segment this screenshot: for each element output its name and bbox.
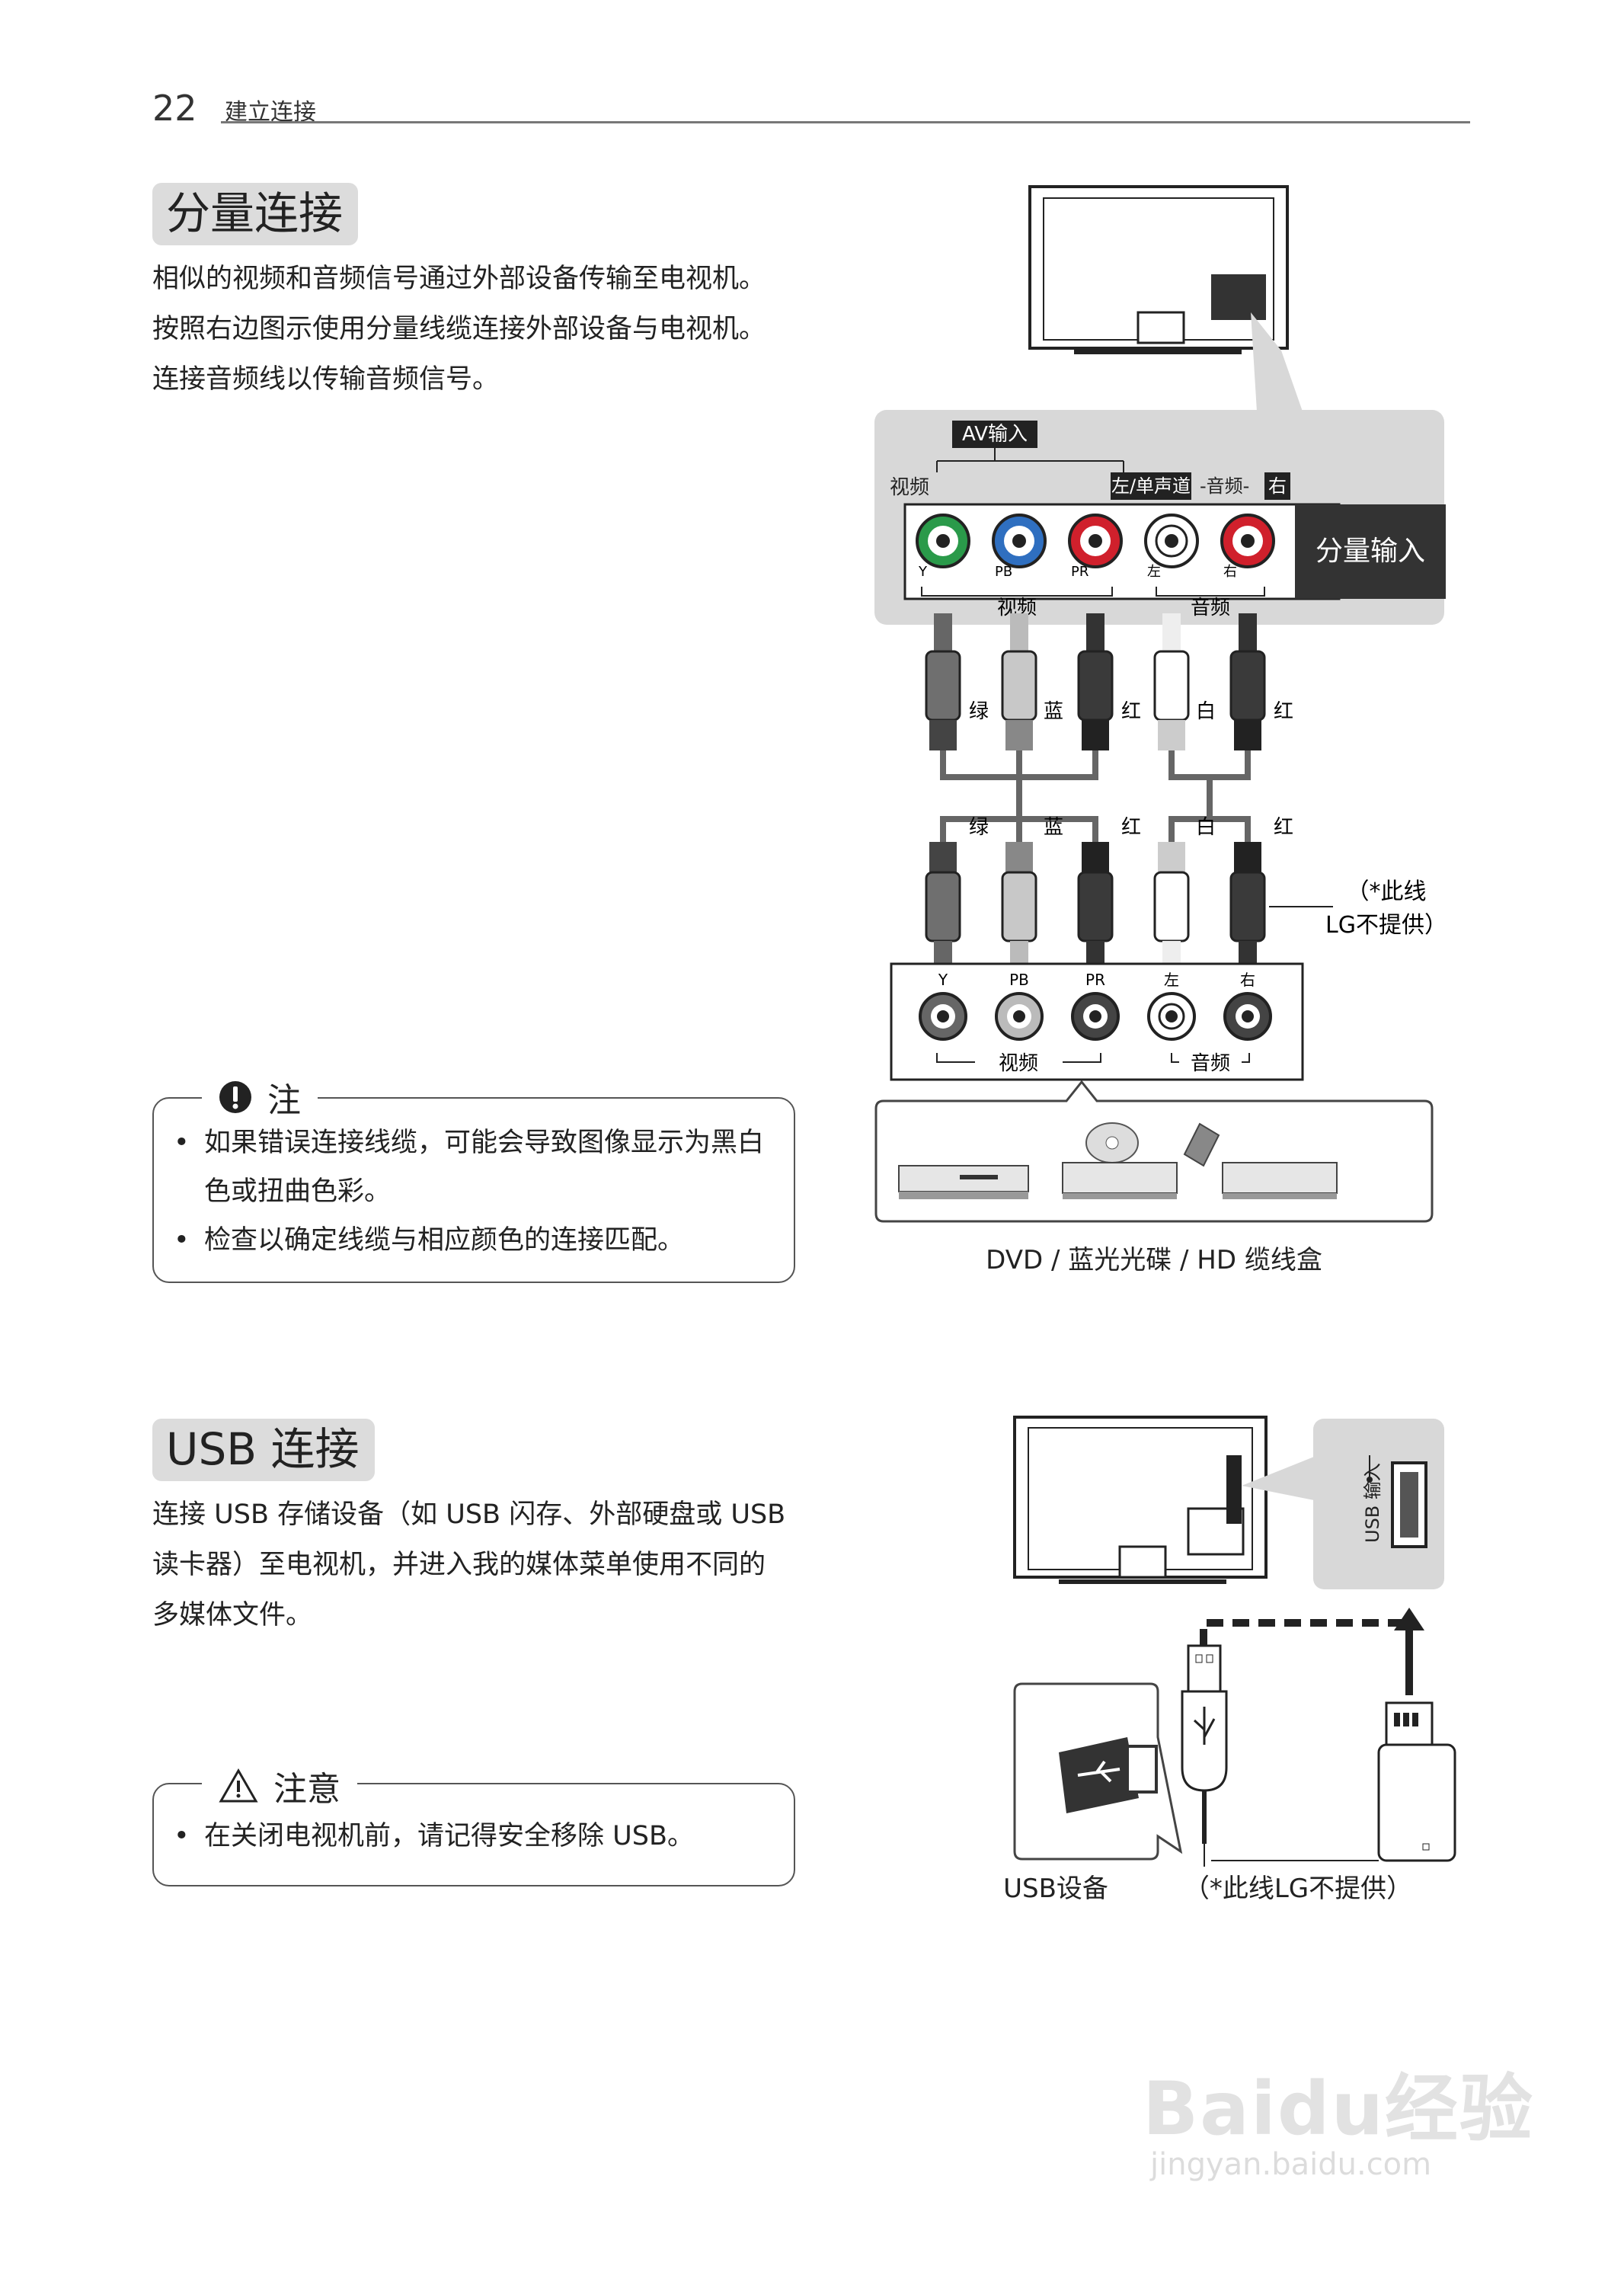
- bullet: •: [174, 1225, 190, 1256]
- description-line: 读卡器）至电视机，并进入我的媒体菜单使用不同的: [152, 1550, 766, 1580]
- right-tag-label: 右: [1268, 475, 1287, 497]
- caution-item: •在关闭电视机前，请记得安全移除 USB。: [174, 1812, 694, 1861]
- note-item: •检查以确定线缆与相应颜色的连接匹配。: [174, 1216, 764, 1265]
- caution-header: 注意: [202, 1762, 357, 1810]
- svg-text:PR: PR: [1085, 971, 1105, 989]
- upper-plugs: [925, 613, 1266, 750]
- page-number: 22: [152, 88, 197, 129]
- note-title: 注: [267, 1081, 301, 1120]
- jack-pb: [992, 514, 1047, 568]
- note-box: [152, 1097, 795, 1283]
- plug-label-blue: 蓝: [1044, 700, 1063, 723]
- svg-text:右: 右: [1240, 971, 1255, 989]
- devices-caption: DVD / 蓝光光碟 / HD 缆线盒: [986, 1245, 1322, 1275]
- svg-text:右: 右: [1223, 564, 1237, 580]
- usb-port: [1391, 1461, 1427, 1548]
- audio-group-label: 音频: [1191, 597, 1230, 619]
- svg-text:PB: PB: [995, 564, 1012, 580]
- lower-plugs: [925, 842, 1266, 964]
- svg-text:红: 红: [1121, 816, 1141, 839]
- av-in-label: AV输入: [962, 423, 1028, 446]
- watermark-url: jingyan.baidu.com: [1150, 2147, 1432, 2182]
- usb-extension-cable: [1181, 1644, 1228, 1844]
- description-line: 多媒体文件。: [152, 1600, 313, 1630]
- video-top-label: 视频: [890, 476, 929, 499]
- usb-symbol-icon: [1367, 1455, 1373, 1483]
- description-line: 按照右边图示使用分量线缆连接外部设备与电视机。: [152, 314, 766, 344]
- svg-text:视频: 视频: [999, 1052, 1038, 1075]
- description-line: 相似的视频和音频信号通过外部设备传输至电视机。: [152, 264, 766, 294]
- usb-description: 连接 USB 存储设备（如 USB 闪存、外部硬盘或 USB 读卡器）至电视机，…: [152, 1490, 785, 1640]
- plug-label-red-audio: 红: [1274, 700, 1293, 723]
- cable-note-line-2: LG不提供）: [1325, 912, 1447, 939]
- cable-box-icon: [1183, 1122, 1338, 1199]
- description-line: 连接音频线以传输音频信号。: [152, 364, 500, 395]
- tv-rear-illustration-usb: [1013, 1416, 1318, 1584]
- svg-text:白: 白: [1196, 816, 1216, 839]
- usb-in-label: USB 输入: [1362, 1463, 1383, 1543]
- header-rule: [221, 121, 1470, 123]
- svg-text:Y: Y: [918, 564, 928, 580]
- jack-row: [903, 503, 1341, 600]
- usb-diagram: USB 输入 USB设备 （*此线LG不提供）: [1005, 1416, 1456, 1904]
- plug-label-red: 红: [1121, 700, 1141, 723]
- audio-mid-label: -音频-: [1200, 475, 1249, 497]
- devices-box: [874, 1080, 1434, 1223]
- component-diagram: AV输入 视频 左/单声道 -音频- 右 分量输入 Y PB PR 左 右 视频…: [874, 185, 1447, 1275]
- device-jacks: [919, 992, 1272, 1041]
- section-title-usb: USB 连接: [152, 1419, 375, 1481]
- bluray-player-icon: [1062, 1122, 1178, 1199]
- left-mono-label: 左/单声道: [1111, 475, 1191, 497]
- dvd-player-icon: [898, 1165, 1029, 1199]
- jack-pr: [1068, 514, 1123, 568]
- jack-audio-right: [1220, 514, 1275, 568]
- section-title-component: 分量连接: [152, 183, 359, 245]
- svg-text:PB: PB: [1009, 971, 1029, 989]
- description-line: 连接 USB 存储设备（如 USB 闪存、外部硬盘或 USB: [152, 1499, 786, 1530]
- exclamation-icon: [219, 1081, 251, 1113]
- component-in-label: 分量输入: [1316, 536, 1425, 567]
- usb-flash-drive: [1377, 1701, 1456, 1862]
- plug-label-white: 白: [1196, 700, 1216, 723]
- caution-list: •在关闭电视机前，请记得安全移除 USB。: [174, 1812, 694, 1861]
- bullet: •: [174, 1128, 190, 1158]
- note-item: 色或扭曲色彩。: [204, 1176, 392, 1207]
- svg-text:绿: 绿: [969, 816, 989, 839]
- svg-text:音频: 音频: [1191, 1052, 1230, 1075]
- bullet: •: [174, 1821, 190, 1851]
- svg-text:左: 左: [1147, 564, 1161, 580]
- svg-text:Y: Y: [938, 971, 948, 989]
- dashed-cable: [1200, 1619, 1409, 1646]
- tv-rear-illustration: [1028, 185, 1303, 411]
- svg-text:蓝: 蓝: [1044, 816, 1063, 839]
- jack-y: [916, 514, 970, 568]
- caution-title: 注意: [273, 1770, 340, 1809]
- cables: [940, 750, 1251, 842]
- plug-label-green: 绿: [969, 700, 989, 723]
- usb-cable-caption: （*此线LG不提供）: [1184, 1874, 1412, 1904]
- note-item: •如果错误连接线缆，可能会导致图像显示为黑白: [174, 1118, 764, 1167]
- svg-text:PR: PR: [1071, 564, 1089, 580]
- note-list: •如果错误连接线缆，可能会导致图像显示为黑白 色或扭曲色彩。 •检查以确定线缆与…: [174, 1118, 764, 1265]
- cable-note-line-1: （*此线: [1347, 878, 1427, 905]
- svg-text:红: 红: [1274, 816, 1293, 839]
- warning-triangle-icon: [219, 1768, 258, 1803]
- usb-stick-icon: [1059, 1737, 1158, 1813]
- jack-audio-left: [1144, 514, 1199, 568]
- note-header: 注: [202, 1073, 318, 1122]
- svg-text:左: 左: [1164, 971, 1179, 989]
- watermark-brand: Baidu经验: [1143, 2066, 1534, 2152]
- usb-device-caption: USB设备: [1005, 1874, 1108, 1904]
- component-description: 相似的视频和音频信号通过外部设备传输至电视机。 按照右边图示使用分量线缆连接外部…: [152, 254, 766, 405]
